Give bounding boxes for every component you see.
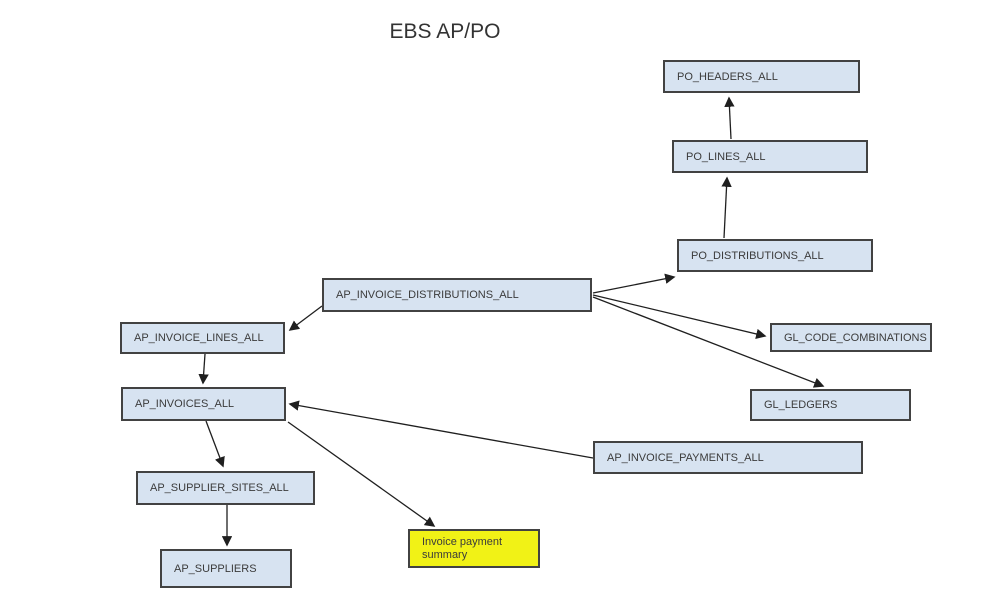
node-gl-code-combinations-label: GL_CODE_COMBINATIONS (784, 331, 927, 344)
edge-ap-invoices-to-invoice-payment-summary (287, 421, 436, 527)
edge-ap-invoice-distributions-to-po-distributions (592, 273, 676, 294)
node-gl-code-combinations[interactable]: GL_CODE_COMBINATIONS (770, 323, 932, 352)
node-ap-invoices-all[interactable]: AP_INVOICES_ALL (121, 387, 286, 421)
node-po-distributions-all[interactable]: PO_DISTRIBUTIONS_ALL (677, 239, 873, 272)
node-po-lines-all[interactable]: PO_LINES_ALL (672, 140, 868, 173)
edge-ap-invoice-payments-to-ap-invoices (288, 400, 594, 459)
node-ap-suppliers-label: AP_SUPPLIERS (174, 562, 257, 575)
node-ap-invoice-lines-all[interactable]: AP_INVOICE_LINES_ALL (120, 322, 285, 354)
edge-po-distributions-to-po-lines (721, 176, 732, 239)
diagram-title: EBS AP/PO (389, 20, 501, 43)
node-ap-supplier-sites-all[interactable]: AP_SUPPLIER_SITES_ALL (136, 471, 315, 505)
edge-ap-invoice-distributions-to-gl-code-combinations (592, 294, 767, 340)
node-invoice-payment-summary[interactable]: Invoice payment summary (408, 529, 540, 568)
edge-ap-invoices-to-ap-supplier-sites (205, 420, 225, 468)
node-ap-suppliers[interactable]: AP_SUPPLIERS (160, 549, 292, 588)
node-ap-invoice-distributions-all[interactable]: AP_INVOICE_DISTRIBUTIONS_ALL (322, 278, 592, 312)
node-gl-ledgers-label: GL_LEDGERS (764, 399, 838, 411)
node-po-distributions-all-label: PO_DISTRIBUTIONS_ALL (691, 249, 824, 262)
edge-po-lines-to-po-headers (724, 96, 735, 140)
node-po-lines-all-label: PO_LINES_ALL (686, 150, 766, 163)
node-ap-supplier-sites-all-label: AP_SUPPLIER_SITES_ALL (150, 482, 289, 494)
node-ap-invoice-lines-all-label: AP_INVOICE_LINES_ALL (134, 332, 264, 344)
node-ap-invoice-payments-all[interactable]: AP_INVOICE_PAYMENTS_ALL (593, 441, 863, 474)
node-ap-invoice-payments-all-label: AP_INVOICE_PAYMENTS_ALL (607, 451, 764, 464)
node-gl-ledgers[interactable]: GL_LEDGERS (750, 389, 911, 421)
node-ap-invoices-all-label: AP_INVOICES_ALL (135, 398, 235, 410)
node-po-headers-all-label: PO_HEADERS_ALL (677, 70, 778, 83)
edge-ap-invoice-distributions-to-gl-ledgers (592, 296, 825, 388)
edge-ap-invoice-lines-to-ap-invoices (198, 353, 209, 385)
node-ap-invoice-distributions-all-label: AP_INVOICE_DISTRIBUTIONS_ALL (336, 289, 519, 301)
node-invoice-payment-summary-label: Invoice payment summary (422, 535, 503, 561)
edge-ap-invoice-distributions-to-ap-invoice-lines (288, 305, 323, 331)
node-po-headers-all[interactable]: PO_HEADERS_ALL (663, 60, 860, 93)
